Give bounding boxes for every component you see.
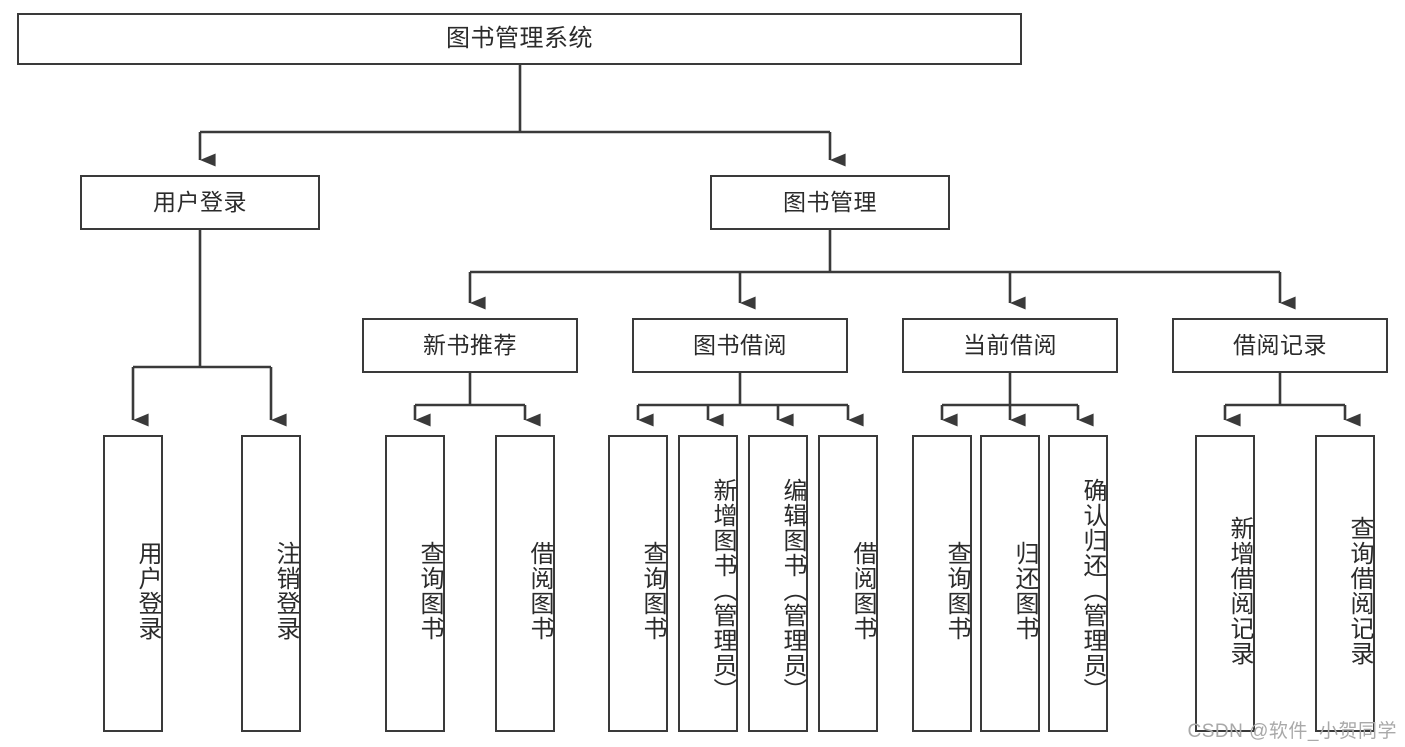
- leaf-current-query-book[interactable]: 查询图书: [912, 435, 972, 732]
- node-label: 新书推荐: [423, 331, 517, 358]
- node-label: 用户登录: [153, 188, 247, 215]
- node-new-book-recommend[interactable]: 新书推荐: [362, 318, 578, 373]
- leaf-records-add-record[interactable]: 新增借阅记录: [1195, 435, 1255, 732]
- node-label: 图书管理: [783, 188, 877, 215]
- node-label: 新增图书（管理员）: [709, 478, 736, 703]
- node-label: 查询图书: [943, 540, 970, 641]
- leaf-user-login-signout[interactable]: 注销登录: [241, 435, 301, 732]
- node-label: 归还图书: [1011, 540, 1038, 641]
- node-borrow-records[interactable]: 借阅记录: [1172, 318, 1388, 373]
- node-label: 确认归还（管理员）: [1079, 478, 1106, 703]
- leaf-borrow-edit-book-admin[interactable]: 编辑图书（管理员）: [748, 435, 808, 732]
- node-label: 新增借阅记录: [1226, 515, 1253, 666]
- leaf-current-return-book[interactable]: 归还图书: [980, 435, 1040, 732]
- node-label: 当前借阅: [963, 331, 1057, 358]
- leaf-borrow-query-book[interactable]: 查询图书: [608, 435, 668, 732]
- node-current-borrow[interactable]: 当前借阅: [902, 318, 1118, 373]
- node-label: 查询借阅记录: [1346, 515, 1373, 666]
- node-label: 查询图书: [416, 540, 443, 641]
- leaf-recommend-query-book[interactable]: 查询图书: [385, 435, 445, 732]
- node-label: 借阅记录: [1233, 331, 1327, 358]
- leaf-user-login-signin[interactable]: 用户登录: [103, 435, 163, 732]
- leaf-records-query-record[interactable]: 查询借阅记录: [1315, 435, 1375, 732]
- leaf-current-confirm-return-admin[interactable]: 确认归还（管理员）: [1048, 435, 1108, 732]
- node-root-system[interactable]: 图书管理系统: [17, 13, 1022, 65]
- leaf-recommend-borrow-book[interactable]: 借阅图书: [495, 435, 555, 732]
- node-label: 借阅图书: [526, 540, 553, 641]
- node-label: 编辑图书（管理员）: [779, 478, 806, 703]
- node-label: 用户登录: [134, 540, 161, 641]
- node-book-borrow[interactable]: 图书借阅: [632, 318, 848, 373]
- node-label: 注销登录: [272, 540, 299, 641]
- node-label: 借阅图书: [849, 540, 876, 641]
- node-label: 图书借阅: [693, 331, 787, 358]
- node-label: 查询图书: [639, 540, 666, 641]
- watermark-text: CSDN @软件_小贺同学: [1187, 721, 1397, 742]
- leaf-borrow-add-book-admin[interactable]: 新增图书（管理员）: [678, 435, 738, 732]
- node-label: 图书管理系统: [446, 24, 593, 52]
- node-user-login[interactable]: 用户登录: [80, 175, 320, 230]
- node-book-management[interactable]: 图书管理: [710, 175, 950, 230]
- leaf-borrow-borrow-book[interactable]: 借阅图书: [818, 435, 878, 732]
